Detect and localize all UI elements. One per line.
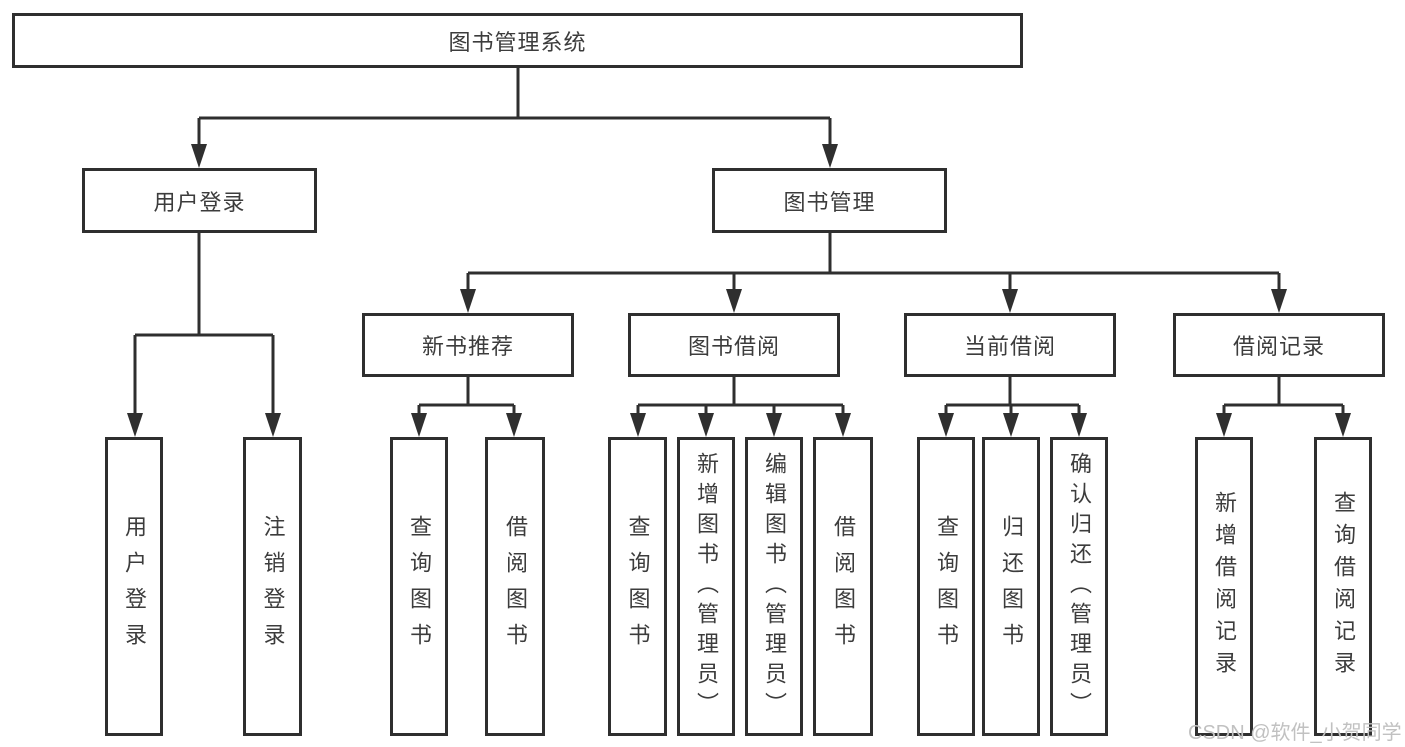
- node-label: 借阅记录: [1232, 334, 1325, 359]
- leaf-label: 确认归还（管理员）: [1067, 451, 1092, 722]
- arrowhead: [726, 289, 742, 313]
- node-current-borrowing: 当前借阅: [904, 313, 1116, 377]
- arrowhead: [1216, 413, 1232, 437]
- leaf-label: 归还图书: [999, 514, 1024, 659]
- leaf-br-add-record: 新增借阅记录: [1195, 437, 1253, 736]
- node-label: 图书管理系统: [448, 29, 587, 55]
- leaf-bb-borrow-books: 借阅图书: [813, 437, 873, 736]
- arrowhead: [127, 413, 143, 437]
- arrowhead: [1335, 413, 1351, 437]
- leaf-nb-borrow-books: 借阅图书: [485, 437, 545, 736]
- leaf-label: 注销登录: [260, 514, 286, 659]
- node-book-management: 图书管理: [712, 168, 947, 233]
- leaf-label: 编辑图书（管理员）: [762, 451, 787, 722]
- node-system-root: 图书管理系统: [12, 13, 1023, 68]
- arrowhead: [1002, 289, 1018, 313]
- arrowhead: [1003, 413, 1019, 437]
- leaf-nb-query-books: 查询图书: [390, 437, 448, 736]
- arrowhead: [460, 289, 476, 313]
- leaf-cb-confirm-return-admin: 确认归还（管理员）: [1050, 437, 1108, 736]
- arrowhead: [411, 413, 427, 437]
- leaf-cb-query-books: 查询图书: [917, 437, 975, 736]
- arrowhead: [835, 413, 851, 437]
- arrowhead: [698, 413, 714, 437]
- leaf-label: 查询图书: [625, 514, 651, 659]
- arrowhead: [1071, 413, 1087, 437]
- node-label: 新书推荐: [421, 334, 514, 359]
- node-label: 当前借阅: [963, 334, 1056, 359]
- arrowhead: [630, 413, 646, 437]
- leaf-bb-add-books-admin: 新增图书（管理员）: [677, 437, 735, 736]
- leaf-bb-query-books: 查询图书: [608, 437, 667, 736]
- arrowhead: [506, 413, 522, 437]
- leaf-logout: 注销登录: [243, 437, 302, 736]
- leaf-br-query-record: 查询借阅记录: [1314, 437, 1372, 736]
- node-new-book-recommendation: 新书推荐: [362, 313, 574, 377]
- node-borrowing-records: 借阅记录: [1173, 313, 1385, 377]
- arrowhead: [766, 413, 782, 437]
- node-user-login: 用户登录: [82, 168, 317, 233]
- leaf-label: 查询借阅记录: [1331, 490, 1356, 683]
- leaf-label: 新增借阅记录: [1212, 490, 1237, 683]
- leaf-label: 用户登录: [122, 514, 147, 659]
- leaf-bb-edit-books-admin: 编辑图书（管理员）: [745, 437, 803, 736]
- node-label: 图书管理: [783, 189, 876, 215]
- csdn-watermark: CSDN @软件_小贺同学: [1188, 722, 1402, 744]
- connector-path: [133, 68, 1345, 416]
- leaf-label: 查询图书: [934, 514, 959, 659]
- leaf-label: 借阅图书: [503, 514, 528, 659]
- leaf-user-login: 用户登录: [105, 437, 163, 736]
- node-book-borrowing: 图书借阅: [628, 313, 840, 377]
- arrowhead: [938, 413, 954, 437]
- leaf-label: 借阅图书: [831, 514, 856, 659]
- arrowhead: [265, 413, 281, 437]
- node-label: 用户登录: [153, 189, 246, 215]
- leaf-cb-return-books: 归还图书: [982, 437, 1040, 736]
- arrowhead: [822, 144, 838, 168]
- arrowhead: [191, 144, 207, 168]
- arrowhead: [1271, 289, 1287, 313]
- leaf-label: 新增图书（管理员）: [694, 451, 719, 722]
- leaf-label: 查询图书: [407, 514, 432, 659]
- node-label: 图书借阅: [687, 334, 780, 359]
